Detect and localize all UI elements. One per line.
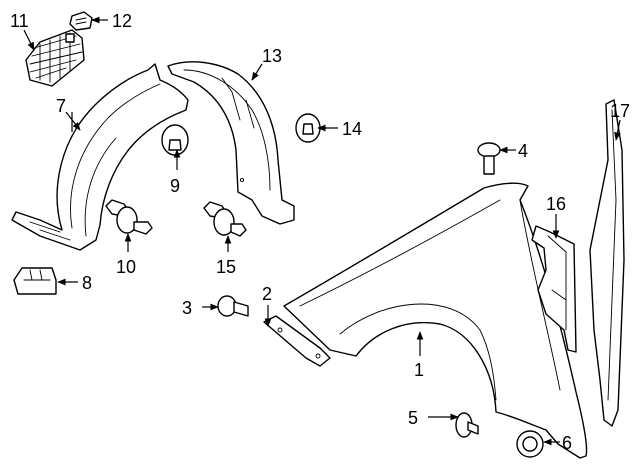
callout-8: 8 xyxy=(82,273,92,293)
callout-14: 14 xyxy=(342,119,362,139)
callout-labels: 1 2 3 4 5 6 7 8 9 10 11 12 13 14 15 16 1… xyxy=(10,11,630,453)
part-16-seal xyxy=(531,225,577,353)
callout-17: 17 xyxy=(610,101,630,121)
part-10-clip xyxy=(105,199,153,235)
callout-11: 11 xyxy=(10,11,29,31)
callout-16: 16 xyxy=(546,194,566,214)
part-3-bolt xyxy=(217,295,249,317)
part-12-clip xyxy=(69,11,93,31)
leader-lines xyxy=(23,16,621,446)
callout-3: 3 xyxy=(182,298,192,318)
part-15-clip xyxy=(203,201,247,237)
part-9-push-pin xyxy=(161,124,189,156)
part-4-bolt xyxy=(477,142,501,175)
part-17-molding xyxy=(589,99,625,427)
part-8-retainer-nut xyxy=(13,267,57,295)
callout-2: 2 xyxy=(262,284,272,304)
callout-7: 7 xyxy=(56,96,66,116)
part-7-wheel-liner xyxy=(11,63,189,251)
callout-12: 12 xyxy=(112,11,132,31)
part-14-push-pin xyxy=(295,113,321,143)
part-6-nut xyxy=(516,430,544,458)
callout-10: 10 xyxy=(116,257,136,277)
callout-15: 15 xyxy=(216,257,236,277)
callout-4: 4 xyxy=(518,141,528,161)
part-13-rear-liner xyxy=(167,61,295,225)
callout-1: 1 xyxy=(414,360,424,380)
part-2-bracket xyxy=(263,315,331,367)
part-5-bolt xyxy=(455,412,479,438)
part-11-grille-insert xyxy=(25,29,85,87)
callout-5: 5 xyxy=(408,408,418,428)
callout-13: 13 xyxy=(262,46,282,66)
callout-6: 6 xyxy=(562,433,572,453)
callout-9: 9 xyxy=(170,176,180,196)
